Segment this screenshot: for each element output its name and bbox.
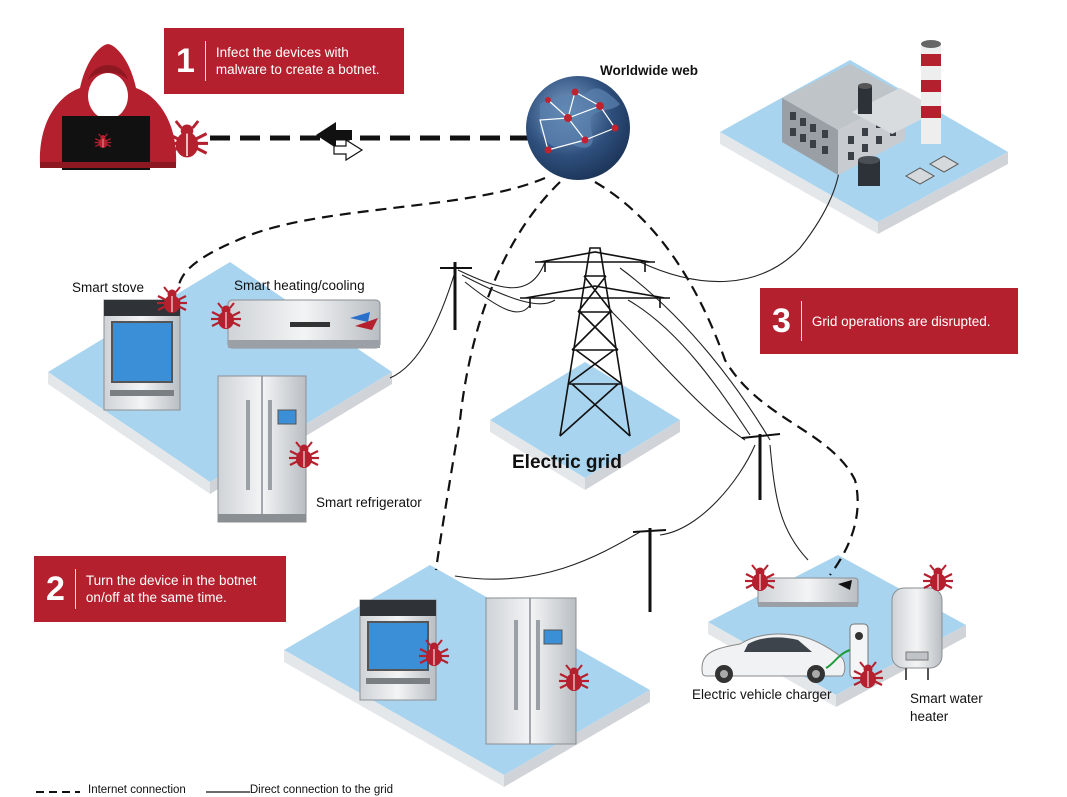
malware-bug-icon-heater [921, 563, 955, 593]
internet-link-garage [594, 181, 859, 576]
utility-pole-icon-2 [741, 433, 781, 500]
label-smart-heating-cooling: Smart heating/cooling [234, 278, 365, 293]
step-1-line-1: Infect the devices with [215, 45, 349, 60]
grid-connections [389, 159, 841, 580]
step-1-box: 1 Infect the devices with malware to cre… [164, 28, 404, 94]
label-electric-vehicle-charger: Electric vehicle charger [692, 687, 832, 702]
step-3-box: 3 Grid operations are disrupted. [760, 288, 1018, 354]
globe-icon [526, 76, 630, 180]
label-smart-refrigerator: Smart refrigerator [316, 495, 422, 510]
ev-charger-icon [825, 623, 869, 679]
send-arrow-icon [316, 122, 364, 162]
legend-internet-label: Internet connection [88, 784, 186, 796]
internet-link-stove [176, 176, 546, 291]
step-3-number: 3 [772, 301, 802, 341]
label-smart-water-heater: Smart water heater [910, 690, 983, 726]
label-smart-water-heater-line-1: Smart water [910, 691, 983, 706]
step-1-text: Infect the devices with malware to creat… [216, 44, 380, 78]
electric-car-icon [701, 633, 846, 683]
internet-link-kitchen-2 [434, 181, 561, 571]
step-1-number: 1 [176, 41, 206, 81]
step-3-text: Grid operations are disrupted. [811, 313, 991, 329]
step-2-text: Turn the device in the botnet on/off at … [86, 572, 257, 606]
grid-link-power-plant [639, 159, 841, 283]
legend: Internet connection Direct connection to… [34, 784, 393, 796]
power-plant-icon [782, 40, 960, 186]
smart-stove-icon-2 [359, 599, 437, 701]
label-worldwide-web: Worldwide web [600, 63, 699, 78]
label-electric-grid: Electric grid [512, 452, 622, 473]
water-heater-icon [891, 587, 943, 680]
hacker-icon [39, 44, 177, 170]
label-smart-water-heater-line-2: heater [910, 709, 949, 724]
step-1-line-2: malware to create a botnet. [215, 62, 380, 77]
internet-connections [176, 176, 859, 576]
smart-refrigerator-icon-2 [485, 597, 577, 745]
smart-ac-unit-icon [227, 299, 381, 349]
utility-pole-icon [440, 262, 472, 330]
smart-ac-unit-icon-2 [757, 577, 859, 607]
smart-stove-icon [103, 299, 181, 411]
step-2-line-1: Turn the device in the botnet [85, 573, 257, 588]
step-2-line-2: on/off at the same time. [85, 590, 227, 605]
grid-link-garage [769, 444, 809, 561]
platform-grid [490, 362, 680, 490]
smart-refrigerator-icon [217, 375, 307, 523]
legend-direct-label: Direct connection to the grid [249, 784, 394, 796]
utility-pole-icon-3 [632, 528, 667, 612]
platform-kitchen-2 [284, 565, 650, 787]
transmission-tower-icon [520, 247, 670, 437]
step-2-box: 2 Turn the device in the botnet on/off a… [34, 556, 286, 622]
grid-link-kitchen [389, 271, 456, 379]
label-smart-stove: Smart stove [72, 280, 145, 295]
step-2-number: 2 [46, 569, 76, 609]
grid-link-kitchen-2 [454, 531, 641, 580]
